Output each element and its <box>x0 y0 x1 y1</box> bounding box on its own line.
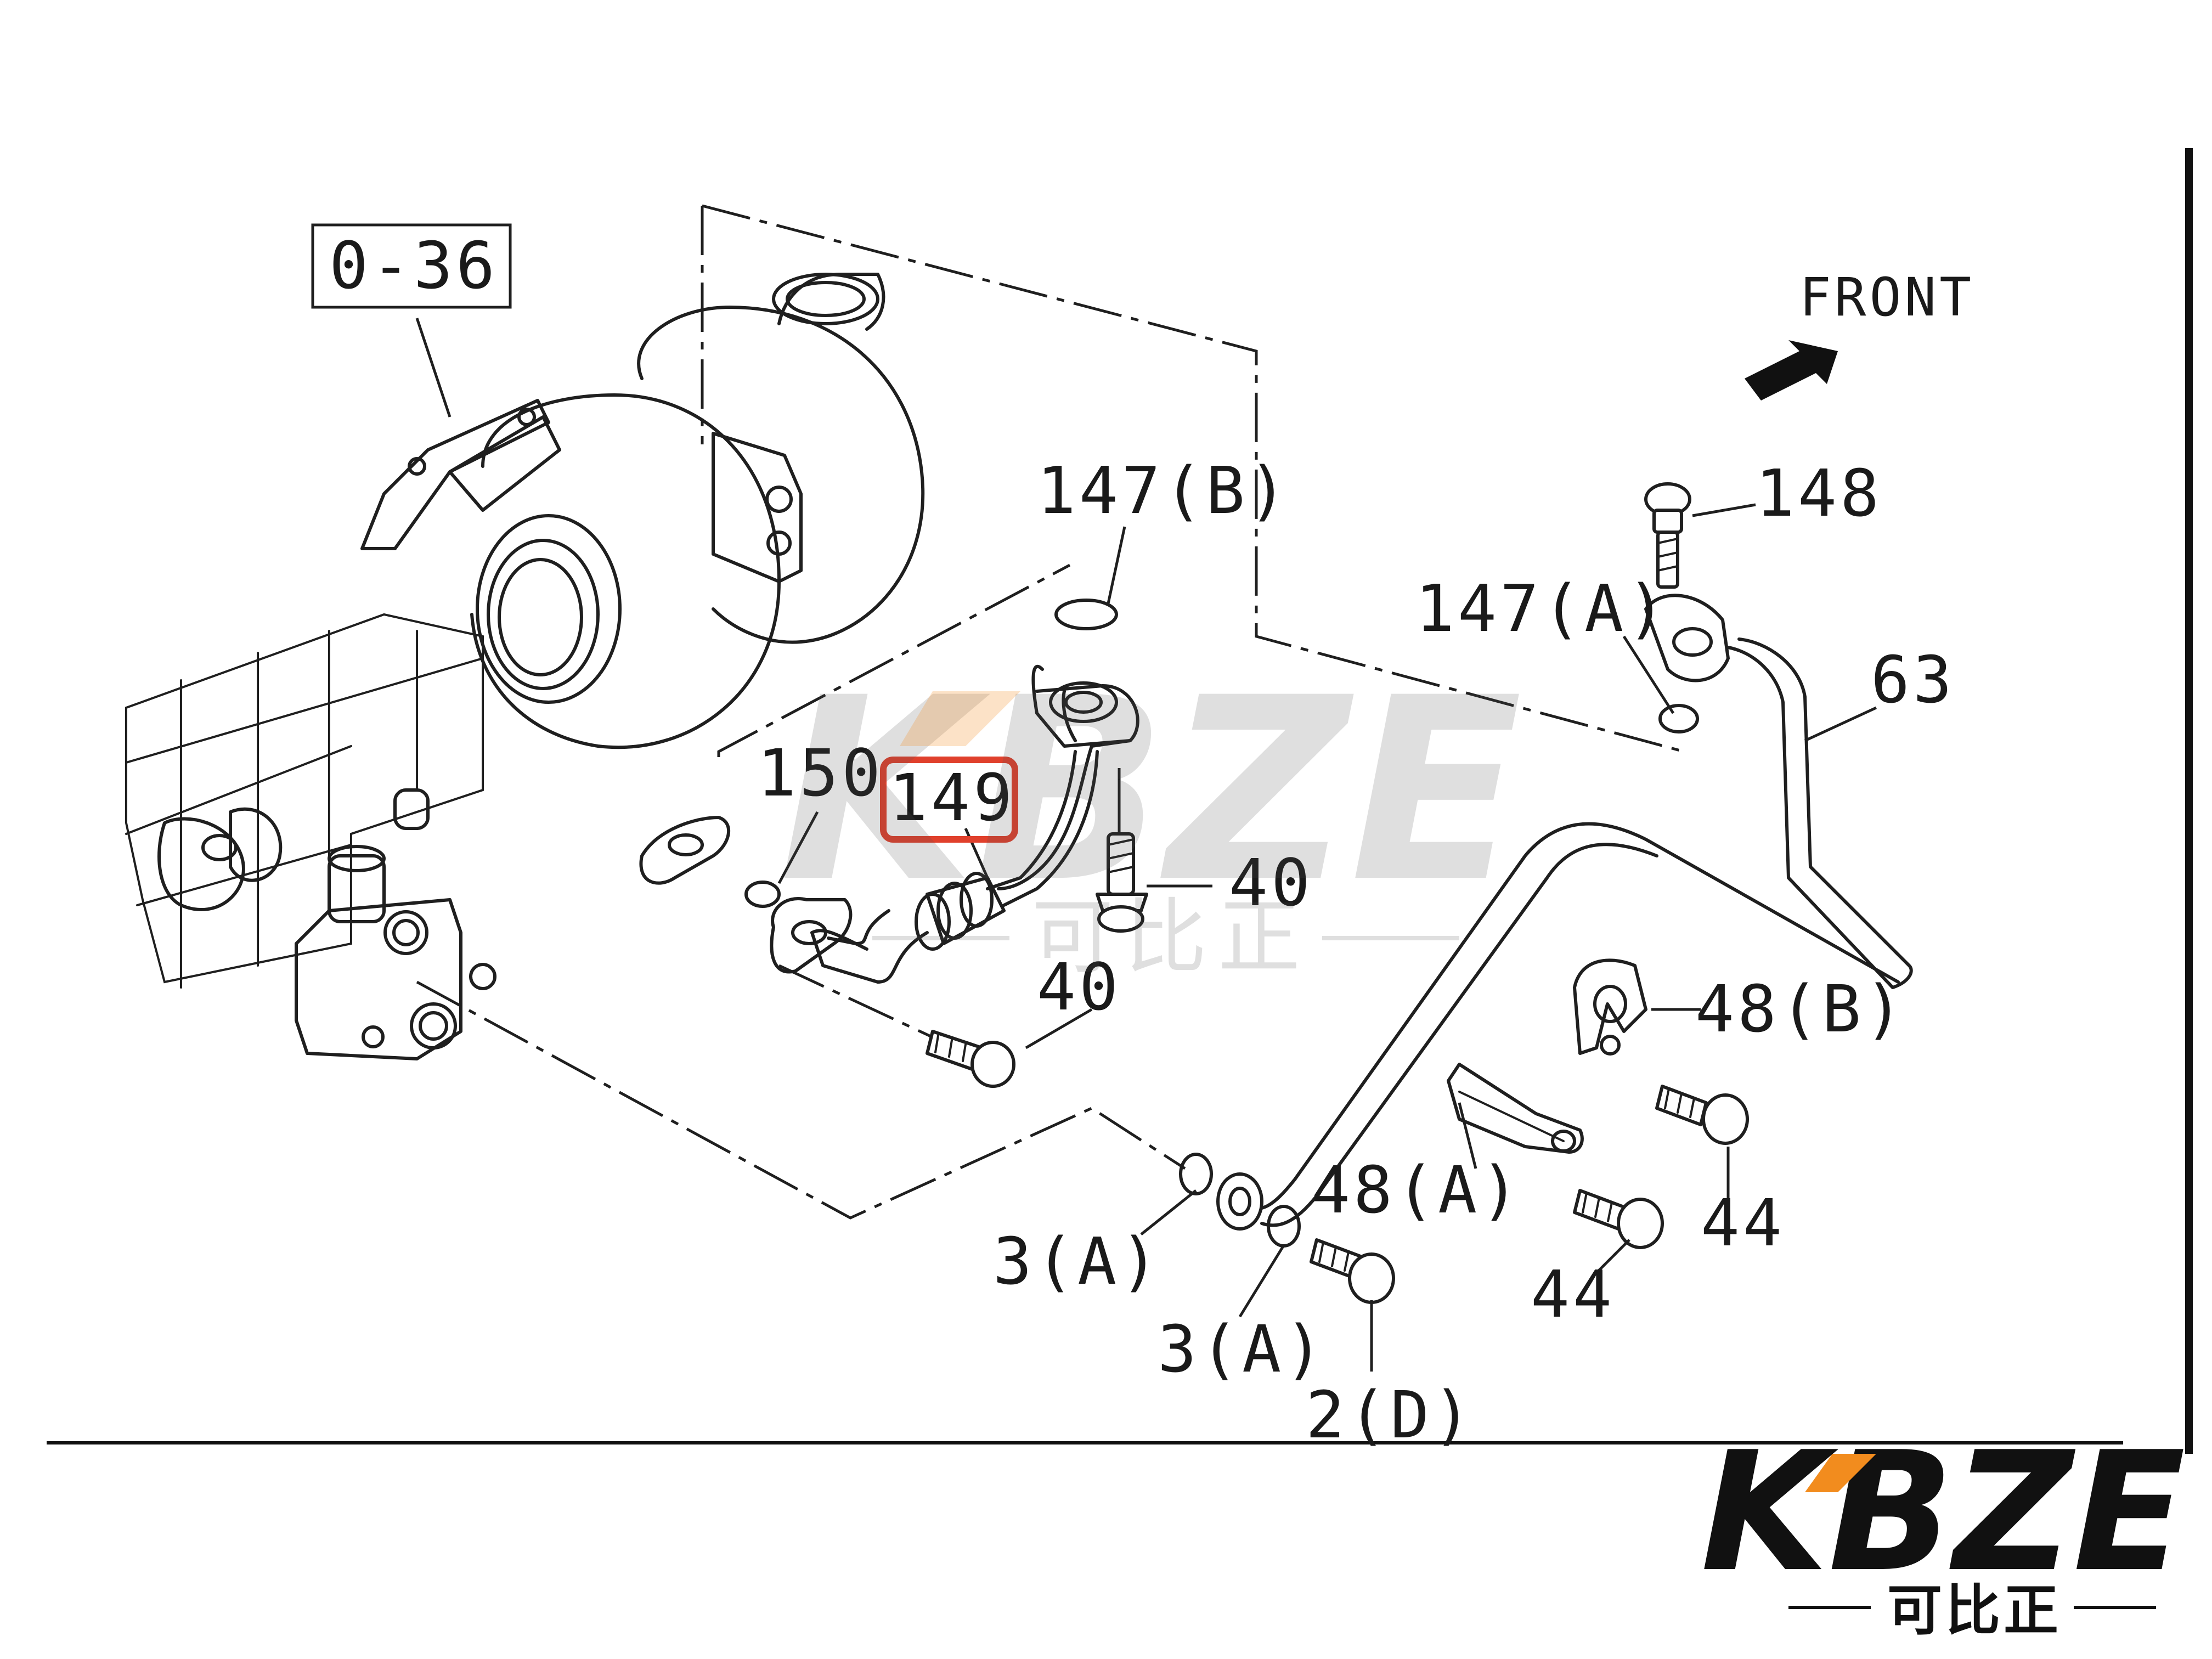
phantom-line-turbo-base <box>717 563 1071 757</box>
part-149-oil-pipe <box>770 664 1139 984</box>
part-150-gasket <box>639 816 781 908</box>
corner-logo: KBZE 可比正 <box>1701 1417 2186 1643</box>
callout-63: 63 <box>1871 642 1955 718</box>
phantom-line-upper <box>702 204 1685 753</box>
callout-147b: 147(B) <box>1037 453 1290 528</box>
phantom-line-lower <box>416 980 1186 1220</box>
callout-40-upper: 40 <box>1229 845 1313 921</box>
corner-logo-sub: 可比正 <box>1887 1578 2062 1643</box>
callout-3a-left: 3(A) <box>993 1223 1162 1299</box>
part-148-bolt <box>1644 482 1691 589</box>
turbocharger <box>360 273 925 749</box>
part-44-bolt-lower <box>1573 1189 1664 1249</box>
part-147a-oring <box>1658 704 1699 733</box>
part-2d-bolt <box>1310 1238 1395 1304</box>
callout-149: 149 <box>889 760 1015 836</box>
part-3a-washer-left <box>1179 1153 1213 1195</box>
callout-147a: 147(A) <box>1415 571 1669 646</box>
callout-2d: 2(D) <box>1306 1377 1475 1453</box>
part-44-bolt-upper <box>1655 1085 1749 1145</box>
highlight-box-149 <box>880 757 1018 843</box>
callout-44-right: 44 <box>1701 1185 1785 1261</box>
center-watermark-sub: 可比正 <box>1031 890 1311 985</box>
corner-logo-accent <box>1805 1454 1876 1492</box>
engine-block <box>125 613 484 989</box>
callout-48b: 48(B) <box>1695 971 1906 1047</box>
callout-40-lower: 40 <box>1037 949 1121 1025</box>
front-arrow-icon <box>1745 340 1838 400</box>
oil-flange-block <box>295 845 496 1060</box>
callout-3a-right: 3(A) <box>1158 1311 1327 1387</box>
part-40-bolt-upper <box>1096 832 1148 933</box>
part-147b-oring <box>1054 599 1118 630</box>
callout-148: 148 <box>1756 455 1882 531</box>
part-63-oil-pipe <box>1216 594 1913 1231</box>
phantom-line-bolt40 <box>778 964 945 1044</box>
reference-box-label: 0-36 <box>329 228 498 303</box>
part-48a-bracket <box>1447 1063 1584 1154</box>
corner-logo-text: KBZE <box>1701 1417 2186 1608</box>
front-label: FRONT <box>1799 267 1974 328</box>
center-watermark-logo: KBZE <box>779 644 1522 938</box>
part-40-bolt-lower <box>926 1030 1015 1088</box>
callout-44-lower: 44 <box>1531 1256 1615 1332</box>
reference-box <box>311 223 512 309</box>
leader-lines <box>415 318 1877 1372</box>
part-48b-clip <box>1573 958 1647 1056</box>
center-watermark-accent <box>900 691 1020 746</box>
callout-150: 150 <box>757 735 884 811</box>
center-watermark: KBZE 可比正 <box>779 644 1522 985</box>
callout-48a: 48(A) <box>1311 1152 1522 1228</box>
